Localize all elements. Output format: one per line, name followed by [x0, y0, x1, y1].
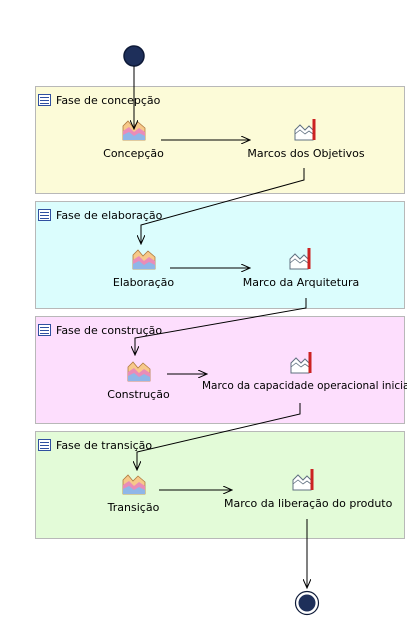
milestone-liberacao-produto[interactable]: Marco da liberação do produto	[224, 469, 393, 510]
activity-label: Elaboração	[112, 276, 175, 289]
activity-label: Construção	[107, 388, 170, 401]
activity-label: Transição	[107, 501, 160, 514]
lane-list-icon	[38, 439, 51, 451]
milestone-icon	[292, 469, 314, 491]
phase-icon	[122, 474, 145, 495]
lane-title: Fase de elaboração	[56, 208, 163, 222]
activity-concepcao[interactable]: Concepção	[96, 119, 171, 160]
phase-icon	[122, 120, 145, 141]
edge-objetivos-to-elaboracao	[141, 168, 305, 244]
lane-fase-transicao[interactable]: Fase de transição Transição Marco da lib…	[35, 431, 405, 539]
milestone-objetivos[interactable]: Marcos dos Objetivos	[236, 119, 376, 160]
lane-list-icon	[38, 94, 51, 106]
lane-list-icon	[38, 209, 51, 221]
milestone-icon	[290, 352, 312, 374]
activity-transicao[interactable]: Transição	[96, 473, 171, 514]
final-node[interactable]	[294, 590, 320, 616]
lane-list-icon	[38, 324, 51, 336]
activity-label: Concepção	[103, 147, 164, 160]
milestone-label: Marcos dos Objetivos	[247, 147, 365, 160]
milestone-label: Marco da Arquitetura	[242, 276, 360, 289]
milestone-label: Marco da liberação do produto	[224, 497, 393, 510]
activity-construcao[interactable]: Construção	[101, 360, 176, 401]
milestone-icon	[289, 248, 311, 270]
lane-title: Fase de construção	[56, 323, 163, 337]
milestone-label: Marco da capacidade operacional inicial	[202, 380, 407, 392]
phase-icon	[132, 249, 155, 270]
milestone-capacidade-operacional[interactable]: Marco da capacidade operacional inicial	[202, 352, 407, 392]
lane-title: Fase de transição	[56, 438, 153, 452]
phase-icon	[127, 361, 150, 382]
milestone-arquitetura[interactable]: Marco da Arquitetura	[231, 248, 371, 289]
lane-fase-elaboracao[interactable]: Fase de elaboração Elaboração Marco da A…	[35, 201, 405, 309]
activity-elaboracao[interactable]: Elaboração	[106, 248, 181, 289]
edge-capacidade-to-transicao	[137, 403, 301, 470]
milestone-icon	[294, 119, 316, 141]
lane-fase-construcao[interactable]: Fase de construção Construção Marco da c…	[35, 316, 407, 424]
edge-arquitetura-to-construcao	[135, 298, 307, 355]
